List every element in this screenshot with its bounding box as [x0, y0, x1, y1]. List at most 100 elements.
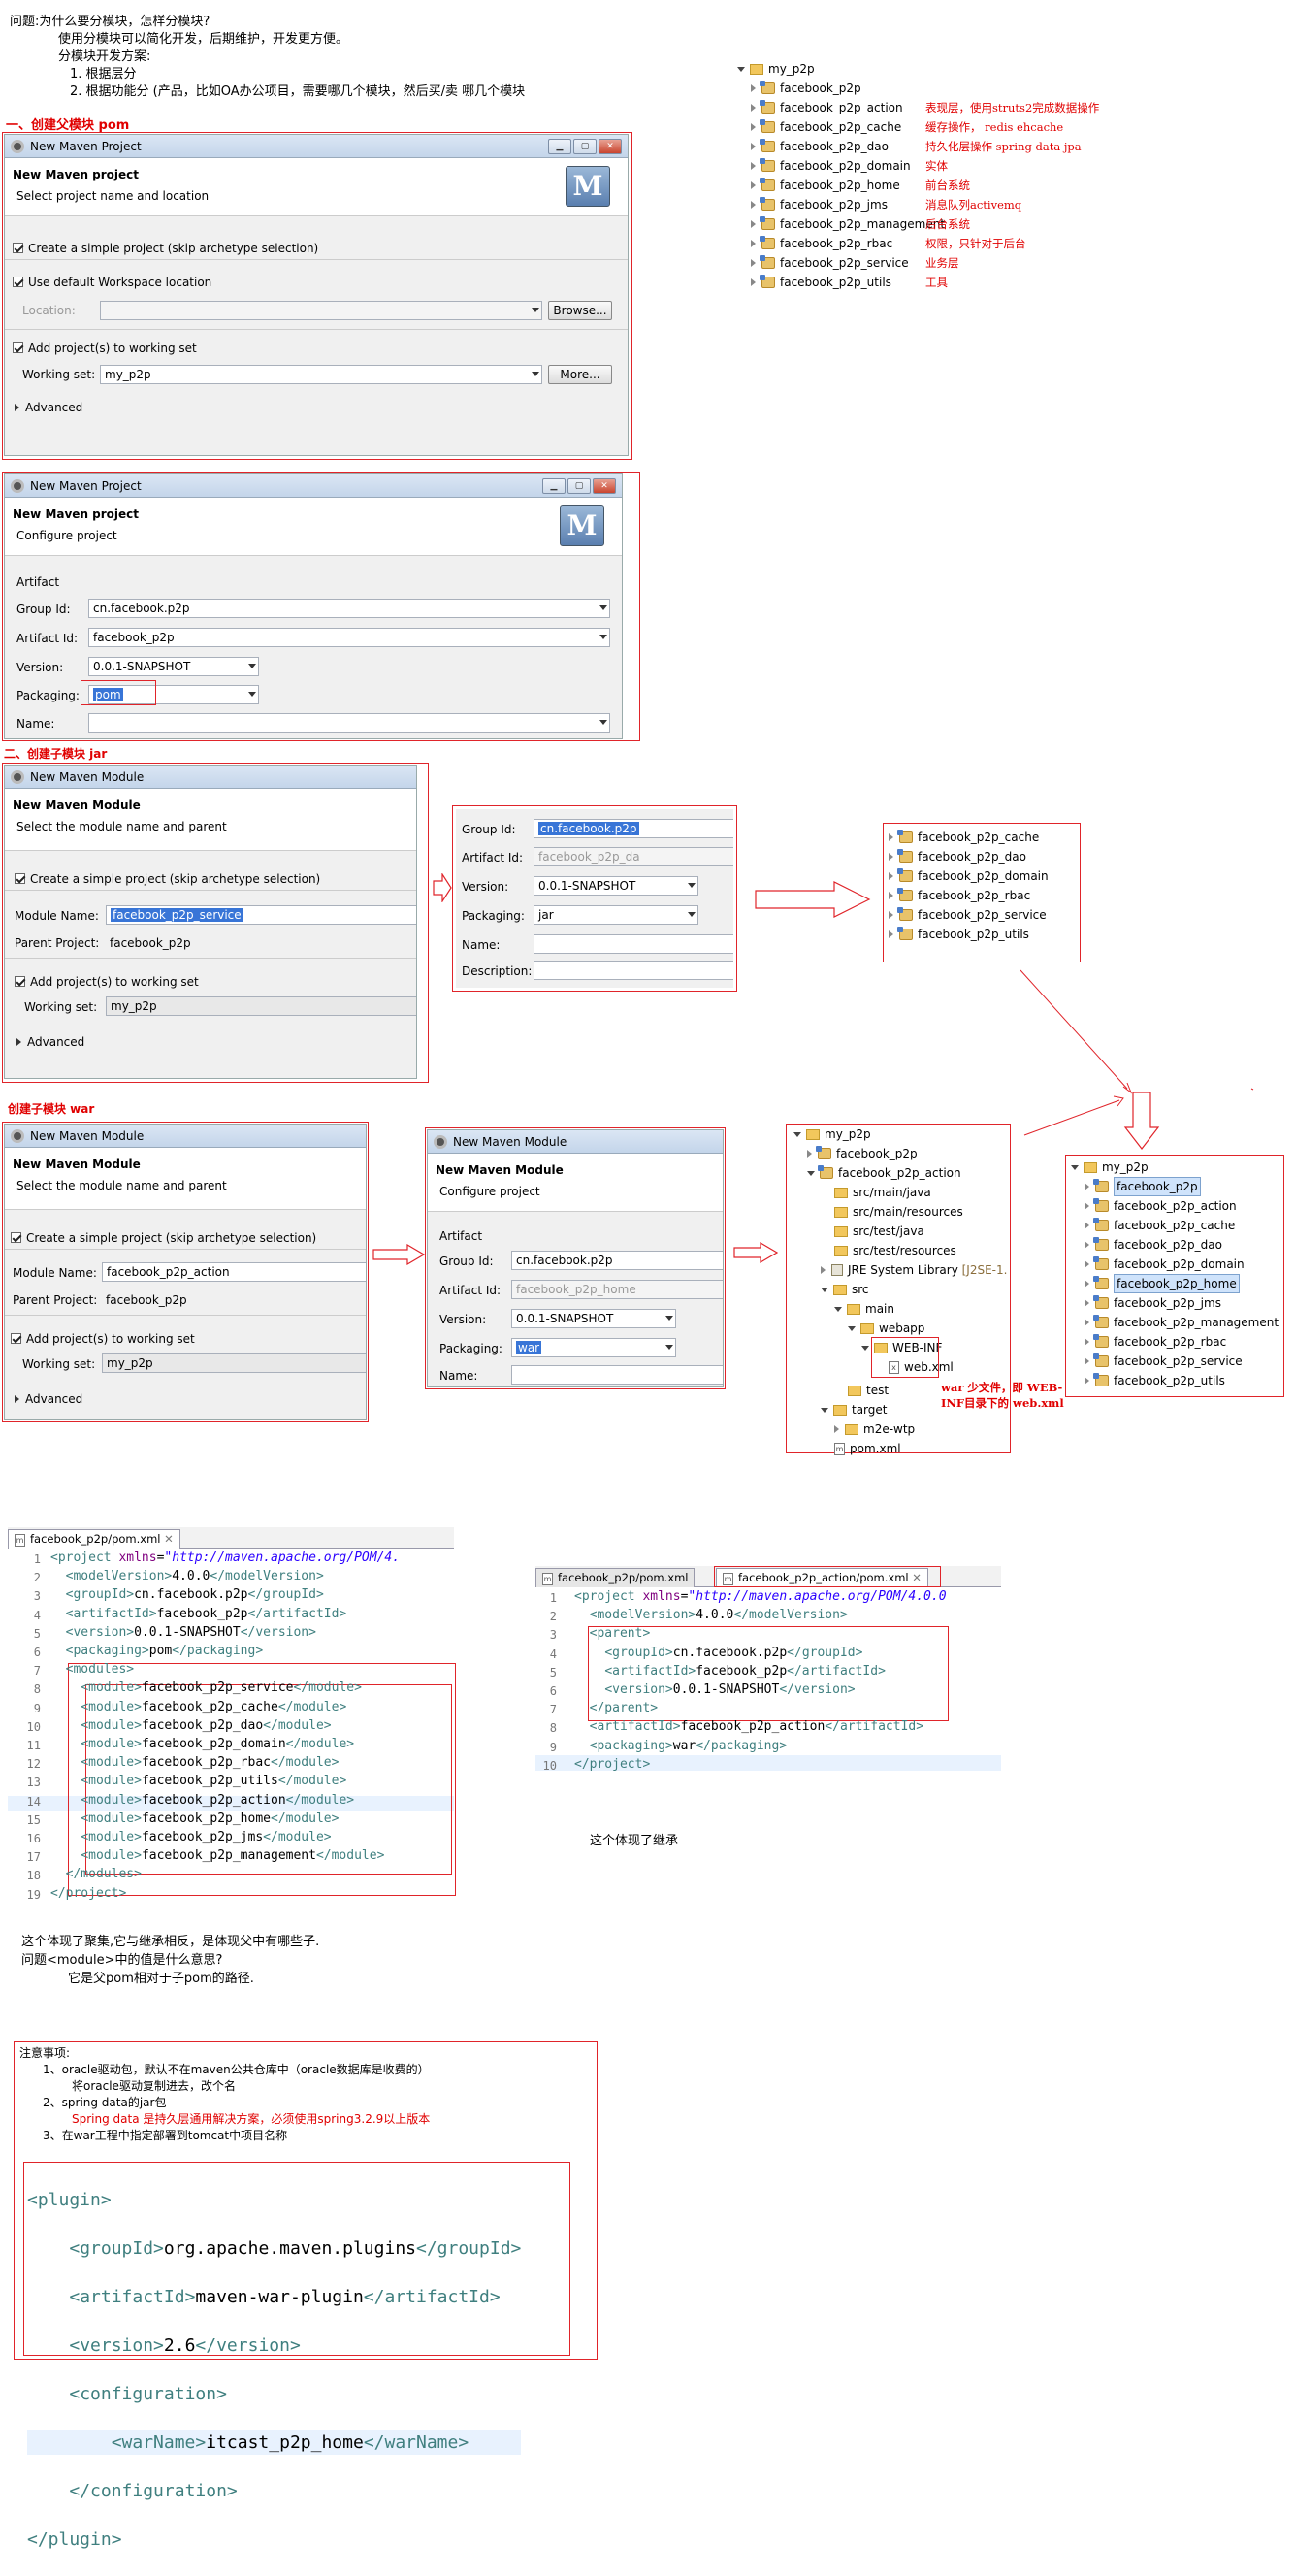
version-select[interactable]: 0.0.1-SNAPSHOT — [534, 876, 698, 896]
module-name-field[interactable]: facebook_p2p_service — [106, 905, 416, 925]
close-button[interactable]: ✕ — [593, 478, 616, 494]
tree-item[interactable]: facebook_p2p_jms — [1085, 1294, 1221, 1312]
close-button[interactable]: ✕ — [599, 139, 622, 154]
working-set-select[interactable]: my_p2p — [100, 365, 542, 384]
tree-item[interactable]: facebook_p2p_utils — [889, 926, 1029, 943]
code-line: <module>facebook_p2p_management</module> — [81, 1848, 385, 1864]
tree-root[interactable]: my_p2p — [793, 1125, 871, 1143]
packaging-select[interactable]: pom — [88, 685, 259, 704]
packaging-select[interactable]: jar — [534, 905, 698, 925]
line-number: 13 — [26, 1776, 41, 1790]
minimize-button[interactable]: ▁ — [548, 139, 571, 154]
artifact-id-field[interactable]: facebook_p2p_da — [534, 847, 733, 866]
add-working-set-checkbox[interactable]: Add project(s) to working set — [15, 975, 199, 989]
simple-project-checkbox[interactable]: Create a simple project (skip archetype … — [11, 1231, 316, 1245]
minimize-button[interactable]: ▁ — [542, 478, 566, 494]
tree-item[interactable]: WEB-INF — [861, 1339, 942, 1356]
group-id-field[interactable]: cn.facebook.p2p — [534, 819, 733, 838]
tree-item[interactable]: facebook_p2p — [751, 80, 861, 97]
tree-item[interactable]: facebook_p2p_service — [889, 906, 1047, 924]
module-name-field[interactable]: facebook_p2p_action — [102, 1262, 366, 1282]
tree-item[interactable]: target — [821, 1401, 888, 1418]
default-ws-checkbox[interactable]: Use default Workspace location — [13, 276, 211, 289]
tree-item[interactable]: webapp — [848, 1320, 924, 1337]
tree-item[interactable]: src/main/java — [834, 1184, 931, 1201]
editor-action-pom[interactable]: 1<project xmlns="http://maven.apache.org… — [535, 1589, 1001, 1783]
version-select[interactable]: 0.0.1-SNAPSHOT — [511, 1309, 676, 1328]
tree-item[interactable]: facebook_p2p_home — [1085, 1274, 1240, 1293]
advanced-toggle[interactable]: Advanced — [15, 1392, 82, 1406]
working-set-select[interactable]: my_p2p — [106, 996, 416, 1016]
packaging-select[interactable]: war — [511, 1338, 676, 1357]
add-working-set-checkbox[interactable]: Add project(s) to working set — [13, 342, 197, 355]
maximize-button[interactable]: ▢ — [573, 139, 597, 154]
tree-root[interactable]: my_p2p — [1071, 1158, 1149, 1176]
tree-item[interactable]: facebook_p2p_rbac — [889, 887, 1030, 904]
tree-item[interactable]: test — [848, 1382, 889, 1399]
tree-item[interactable]: facebook_p2p_dao — [1085, 1236, 1222, 1254]
name-field[interactable] — [88, 713, 610, 733]
name-field[interactable] — [511, 1365, 723, 1385]
browse-button[interactable]: Browse... — [548, 301, 612, 320]
artifact-id-field[interactable]: facebook_p2p_home — [511, 1280, 723, 1299]
tree-item[interactable]: facebook_p2p_cache — [1085, 1217, 1235, 1234]
tree-item[interactable]: src/test/java — [834, 1223, 924, 1240]
add-working-set-checkbox[interactable]: Add project(s) to working set — [11, 1332, 195, 1346]
artifact-id-field[interactable]: facebook_p2p — [88, 628, 610, 647]
tree-item[interactable]: facebook_p2p_action — [1085, 1197, 1237, 1215]
tree-item[interactable]: m2e-wtp — [834, 1420, 915, 1438]
highlight-box — [714, 1566, 941, 1587]
tree-item[interactable]: facebook_p2p_dao — [889, 848, 1026, 865]
more-button[interactable]: More... — [548, 365, 612, 384]
working-set-select[interactable]: my_p2p — [102, 1353, 366, 1373]
plugin-version: 2.6 — [163, 2335, 196, 2356]
close-tab-icon[interactable]: ✕ — [912, 1571, 922, 1584]
tree-item[interactable]: facebook_p2p_utils — [1085, 1372, 1225, 1389]
project-icon — [760, 216, 775, 230]
version-select[interactable]: 0.0.1-SNAPSHOT — [88, 657, 259, 676]
location-field[interactable] — [100, 301, 542, 320]
name-field[interactable] — [534, 934, 733, 954]
simple-project-checkbox[interactable]: Create a simple project (skip archetype … — [15, 872, 320, 886]
close-tab-icon[interactable]: ✕ — [164, 1532, 174, 1546]
tree-item[interactable]: src/main/resources — [834, 1203, 963, 1221]
tree-item[interactable]: src — [821, 1281, 869, 1298]
description-field[interactable] — [534, 961, 733, 980]
advanced-toggle[interactable]: Advanced — [15, 401, 82, 414]
tree-item[interactable]: JRE System Library [J2SE-1. — [821, 1261, 1007, 1279]
tree-item[interactable]: facebook_p2p_service — [1085, 1353, 1243, 1370]
tree-root[interactable]: my_p2p — [737, 60, 815, 78]
simple-project-checkbox[interactable]: Create a simple project (skip archetype … — [13, 242, 318, 255]
tree-item[interactable]: main — [834, 1300, 894, 1318]
tree-item[interactable]: facebook_p2p_domain — [1085, 1255, 1245, 1273]
editor-parent-pom[interactable]: 1<project xmlns="http://maven.apache.org… — [8, 1550, 456, 1909]
group-id-field[interactable]: cn.facebook.p2p — [88, 599, 610, 618]
tree-item[interactable]: facebook_p2p_management — [1085, 1314, 1279, 1331]
tree-item[interactable]: facebook_p2p — [807, 1145, 918, 1162]
tree-item[interactable]: facebook_p2p_action — [807, 1164, 961, 1182]
note-2b: Spring data 是持久层通用解决方案，必须使用spring3.2.9以上… — [72, 2112, 431, 2126]
maximize-button[interactable]: ▢ — [567, 478, 591, 494]
tree-item[interactable]: facebook_p2p_cache — [889, 829, 1039, 846]
tree-item[interactable]: facebook_p2p_domain — [889, 867, 1049, 885]
tree-item[interactable]: facebook_p2p_rbac — [1085, 1333, 1226, 1351]
advanced-toggle[interactable]: Advanced — [16, 1035, 84, 1049]
tree-item[interactable]: facebook_p2p — [1085, 1177, 1201, 1196]
tree-item[interactable]: src/test/resources — [834, 1242, 956, 1259]
group-id-field[interactable]: cn.facebook.p2p — [511, 1251, 723, 1270]
